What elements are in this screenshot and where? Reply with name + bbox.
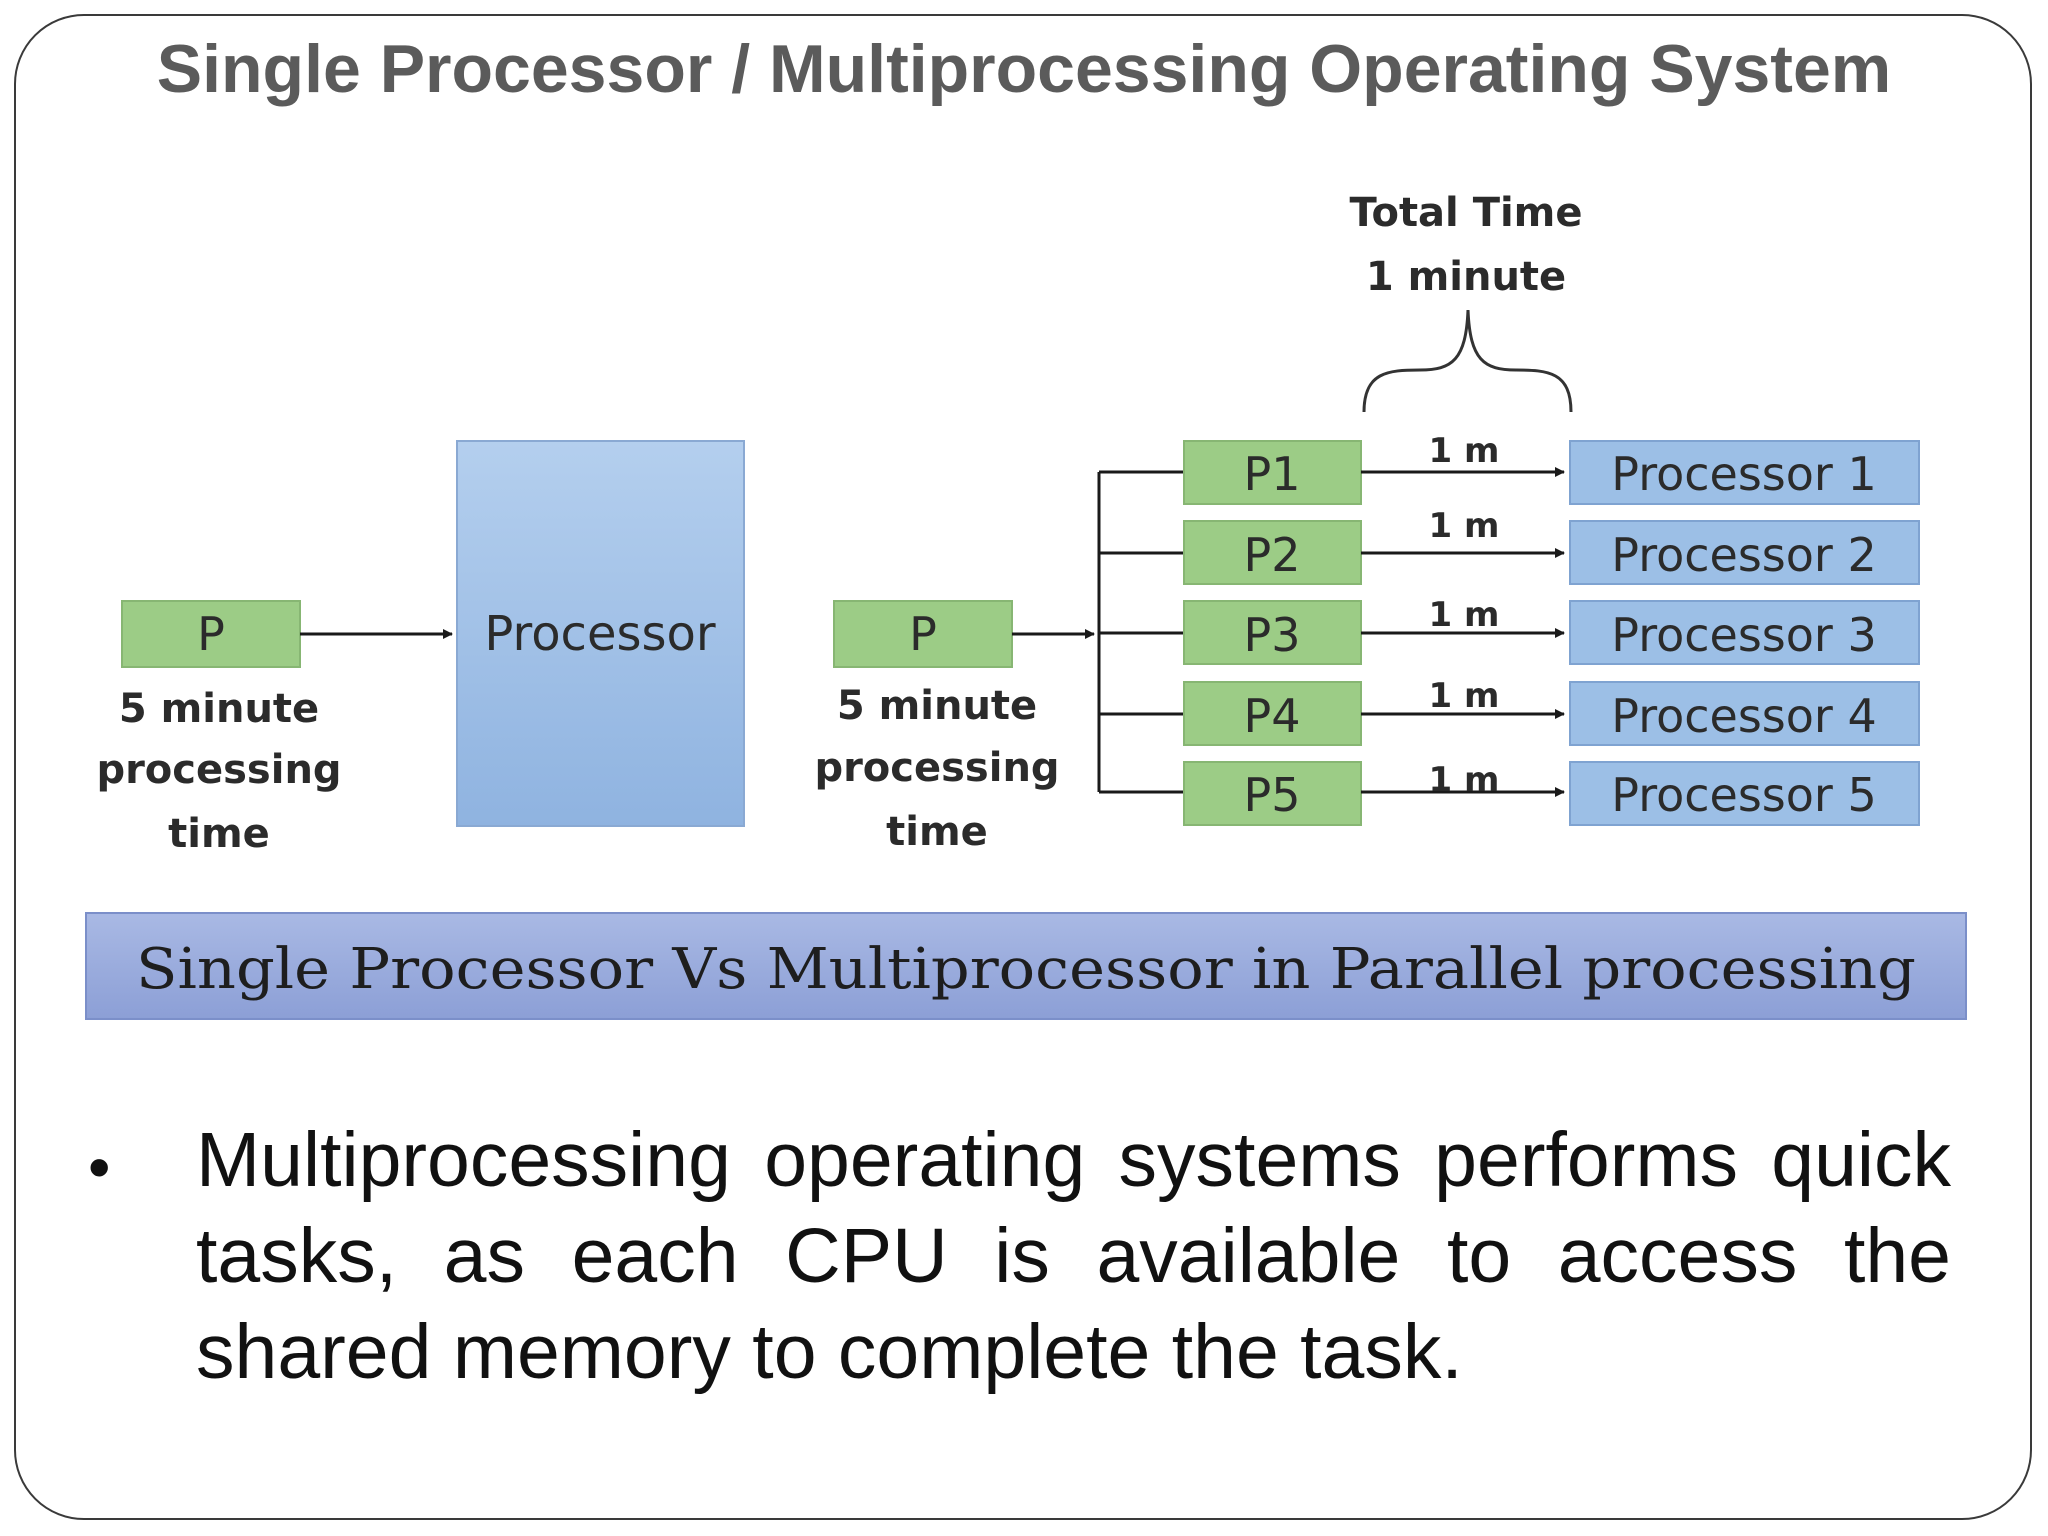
processor-box-1 [1569, 440, 1920, 505]
total-time-brace [1362, 309, 1573, 413]
processor-label-5: Processor 5 [1611, 768, 1876, 822]
processor-box-5 [1569, 761, 1920, 826]
multi-time-line-1: 5 minute [837, 683, 1037, 729]
task-row-1: P1 1 m Processor 1 [1099, 431, 1920, 505]
single-process-label: P [197, 607, 225, 661]
single-processor-label: Processor [484, 606, 715, 662]
single-process-box [121, 600, 301, 668]
total-time-line-2: 1 minute [1366, 254, 1566, 300]
bullet-text: Multiprocessing operating systems perfor… [196, 1117, 1951, 1395]
task-label-2: P2 [1243, 528, 1300, 582]
task-box-1 [1183, 440, 1362, 505]
processor-box-3 [1569, 600, 1920, 665]
task-label-4: P4 [1243, 689, 1300, 743]
processor-label-2: Processor 2 [1611, 528, 1876, 582]
slide-frame [14, 14, 2032, 1520]
processor-box-2 [1569, 520, 1920, 585]
caption-banner [85, 912, 1967, 1020]
task-box-4 [1183, 681, 1362, 746]
slide-title: Single Processor / Multiprocessing Opera… [156, 31, 1892, 107]
processor-label-4: Processor 4 [1611, 689, 1876, 743]
multi-time-line-2: processing [814, 745, 1059, 791]
task-time-4: 1 m [1429, 676, 1500, 716]
multi-process-label: P [909, 607, 937, 661]
multi-time-line-3: time [886, 809, 988, 855]
task-row-5: P5 1 m Processor 5 [1099, 760, 1920, 826]
task-box-2 [1183, 520, 1362, 585]
single-time-line-3: time [168, 811, 270, 857]
caption-text: Single Processor Vs Multiprocessor in Pa… [136, 937, 1916, 1002]
task-label-1: P1 [1243, 447, 1300, 501]
task-row-4: P4 1 m Processor 4 [1099, 676, 1920, 746]
task-label-5: P5 [1243, 768, 1300, 822]
task-time-2: 1 m [1429, 506, 1500, 546]
task-box-5 [1183, 761, 1362, 826]
processor-label-3: Processor 3 [1611, 608, 1876, 662]
bullet-marker: • [88, 1131, 111, 1203]
single-time-line-1: 5 minute [119, 686, 319, 732]
single-processor-box [456, 440, 745, 827]
task-row-3: P3 1 m Processor 3 [1099, 595, 1920, 665]
task-time-1: 1 m [1429, 431, 1500, 471]
single-time-line-2: processing [96, 747, 341, 793]
task-label-3: P3 [1243, 608, 1300, 662]
task-time-5: 1 m [1429, 760, 1500, 800]
task-row-2: P2 1 m Processor 2 [1099, 506, 1920, 585]
task-time-3: 1 m [1429, 595, 1500, 635]
processor-label-1: Processor 1 [1611, 447, 1876, 501]
total-time-line-1: Total Time [1349, 190, 1582, 236]
processor-box-4 [1569, 681, 1920, 746]
